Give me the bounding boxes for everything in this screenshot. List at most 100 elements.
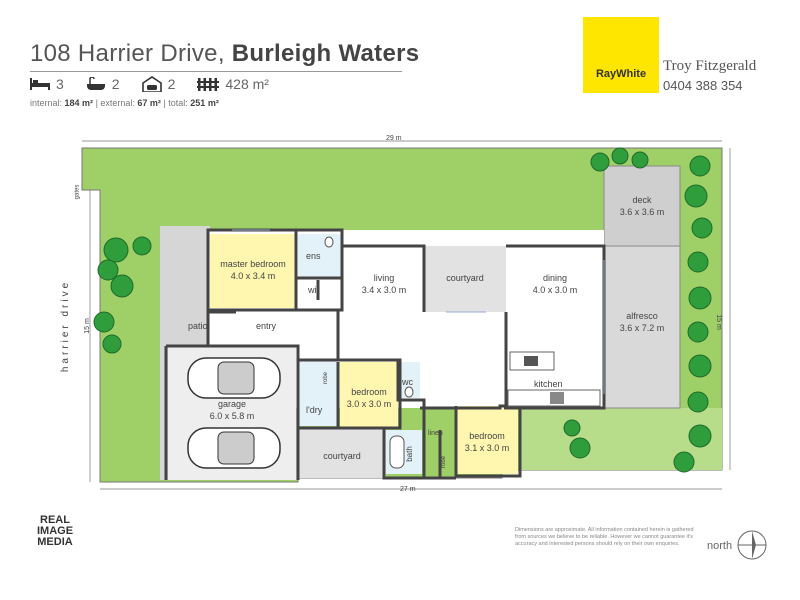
car-2-icon: [187, 427, 281, 469]
courtyard-2-floor: [298, 428, 386, 478]
room-bath: bath: [404, 446, 414, 462]
bedrooms-count: 3: [56, 76, 64, 92]
bathtub-icon: [86, 77, 105, 90]
room-entry: entry: [256, 321, 277, 331]
bedroom-3-size: 3.1 x 3.0 m: [464, 443, 510, 453]
room-wc: wc: [402, 377, 413, 387]
address-street: 108 Harrier Drive,: [30, 40, 232, 67]
garage-count: 2: [167, 76, 176, 92]
patio-paving: [160, 226, 210, 344]
gates-label: gates: [74, 184, 81, 200]
ensuite-toilet-icon: [324, 236, 334, 248]
room-ens: ens: [306, 251, 321, 261]
alfresco-size: 3.6 x 7.2 m: [619, 323, 665, 333]
bedroom-2-floor: [340, 362, 398, 428]
stat-bedrooms: 3: [30, 76, 64, 92]
room-courtyard-2: courtyard: [323, 451, 361, 461]
area-summary: internal: 184 m² | external: 67 m² | tot…: [30, 98, 219, 108]
north-arrow-icon: [737, 530, 767, 560]
courtyard-1-floor: [424, 246, 506, 312]
alfresco-name: alfresco: [626, 311, 658, 321]
dim-right: 15 m: [714, 314, 722, 330]
internal-value: 184 m²: [64, 98, 94, 108]
trees: [93, 147, 713, 473]
disclaimer: Dimensions are approximate. All informat…: [515, 527, 694, 547]
address-suburb: Burleigh Waters: [231, 40, 420, 67]
dining-name: dining: [542, 273, 568, 283]
deck-name: deck: [632, 195, 652, 205]
room-garage: garage 6.0 x 5.8 m: [168, 398, 296, 422]
room-alfresco: alfresco 3.6 x 7.2 m: [604, 310, 680, 334]
windows: [232, 229, 605, 394]
stat-garage: 2: [141, 76, 176, 92]
bedroom-3-floor: [456, 406, 518, 474]
bedroom-3-name: bedroom: [469, 431, 505, 441]
room-robe-2: robe: [441, 455, 448, 469]
bed-icon: [30, 78, 50, 90]
room-living: living 3.4 x 3.0 m: [344, 272, 424, 296]
total-label: | total:: [160, 98, 191, 108]
deck-size: 3.6 x 3.6 m: [619, 207, 665, 217]
ensuite-floor: [298, 234, 342, 278]
stat-bathrooms: 2: [86, 76, 120, 92]
room-bedroom-2: bedroom 3.0 x 3.0 m: [340, 386, 398, 410]
total-value: 251 m²: [190, 98, 219, 108]
garage-icon: [141, 76, 162, 92]
bathtub-fixture: [389, 435, 405, 469]
dining-size: 4.0 x 3.0 m: [532, 285, 578, 295]
real-image-media-logo: REAL IMAGE MEDIA: [30, 515, 80, 548]
dim-bottom: 27 m: [400, 486, 416, 493]
room-courtyard-1: courtyard: [446, 273, 484, 283]
room-linen: linen: [428, 430, 443, 437]
master-bedroom-name: master bedroom: [220, 259, 286, 269]
dim-left: 15 m: [83, 318, 91, 334]
room-dining: dining 4.0 x 3.0 m: [506, 272, 604, 296]
room-master-bedroom: master bedroom 4.0 x 3.4 m: [210, 258, 296, 282]
raywhite-logo-box: [583, 17, 659, 93]
bedroom-2-name: bedroom: [351, 387, 387, 397]
room-ldry: l'dry: [306, 405, 323, 415]
room-robe-1: robe: [323, 371, 330, 385]
land-size: 428 m²: [225, 76, 269, 92]
property-stats: 3 2 2 428 m²: [30, 76, 269, 92]
brand-line-3: MEDIA: [37, 536, 73, 548]
car-1-icon: [187, 357, 281, 399]
laundry-floor: [298, 360, 338, 426]
walls: [164, 228, 606, 480]
external-value: 67 m²: [137, 98, 161, 108]
deck-floor: [603, 165, 681, 247]
room-deck: deck 3.6 x 3.6 m: [604, 194, 680, 218]
room-wir: wir: [308, 285, 320, 295]
property-address: 108 Harrier Drive, Burleigh Waters: [30, 40, 419, 68]
room-bedroom-3: bedroom 3.1 x 3.0 m: [456, 430, 518, 454]
room-patio: patio: [188, 321, 208, 331]
north-label: north: [707, 540, 733, 552]
cooktop: [550, 392, 564, 404]
garage-name: garage: [217, 399, 247, 409]
bathrooms-count: 2: [111, 76, 120, 92]
raywhite-logo-text: RayWhite: [595, 68, 647, 80]
dimension-lines: [82, 140, 731, 490]
dim-top: 29 m: [386, 135, 402, 142]
fence-icon: [197, 78, 220, 91]
brand-line-1: REAL: [40, 514, 70, 526]
master-bedroom-size: 4.0 x 3.4 m: [230, 271, 276, 281]
street-label: harrier drive: [60, 279, 72, 373]
room-kitchen: kitchen: [534, 379, 563, 389]
kitchen-sink: [524, 356, 538, 366]
wc-toilet-icon: [404, 386, 414, 398]
agent-phone: 0404 388 354: [663, 78, 743, 93]
stat-land: 428 m²: [197, 76, 269, 92]
header-divider: [30, 71, 402, 72]
wc-floor: [398, 362, 420, 398]
living-name: living: [373, 273, 395, 283]
bedroom-2-size: 3.0 x 3.0 m: [346, 399, 392, 409]
external-label: | external:: [93, 98, 138, 108]
master-bedroom-floor: [210, 234, 296, 308]
living-size: 3.4 x 3.0 m: [361, 285, 407, 295]
agent-name: Troy Fitzgerald: [663, 58, 757, 74]
brand-line-2: IMAGE: [36, 525, 74, 537]
garage-size: 6.0 x 5.8 m: [209, 411, 255, 421]
internal-label: internal:: [30, 98, 65, 108]
